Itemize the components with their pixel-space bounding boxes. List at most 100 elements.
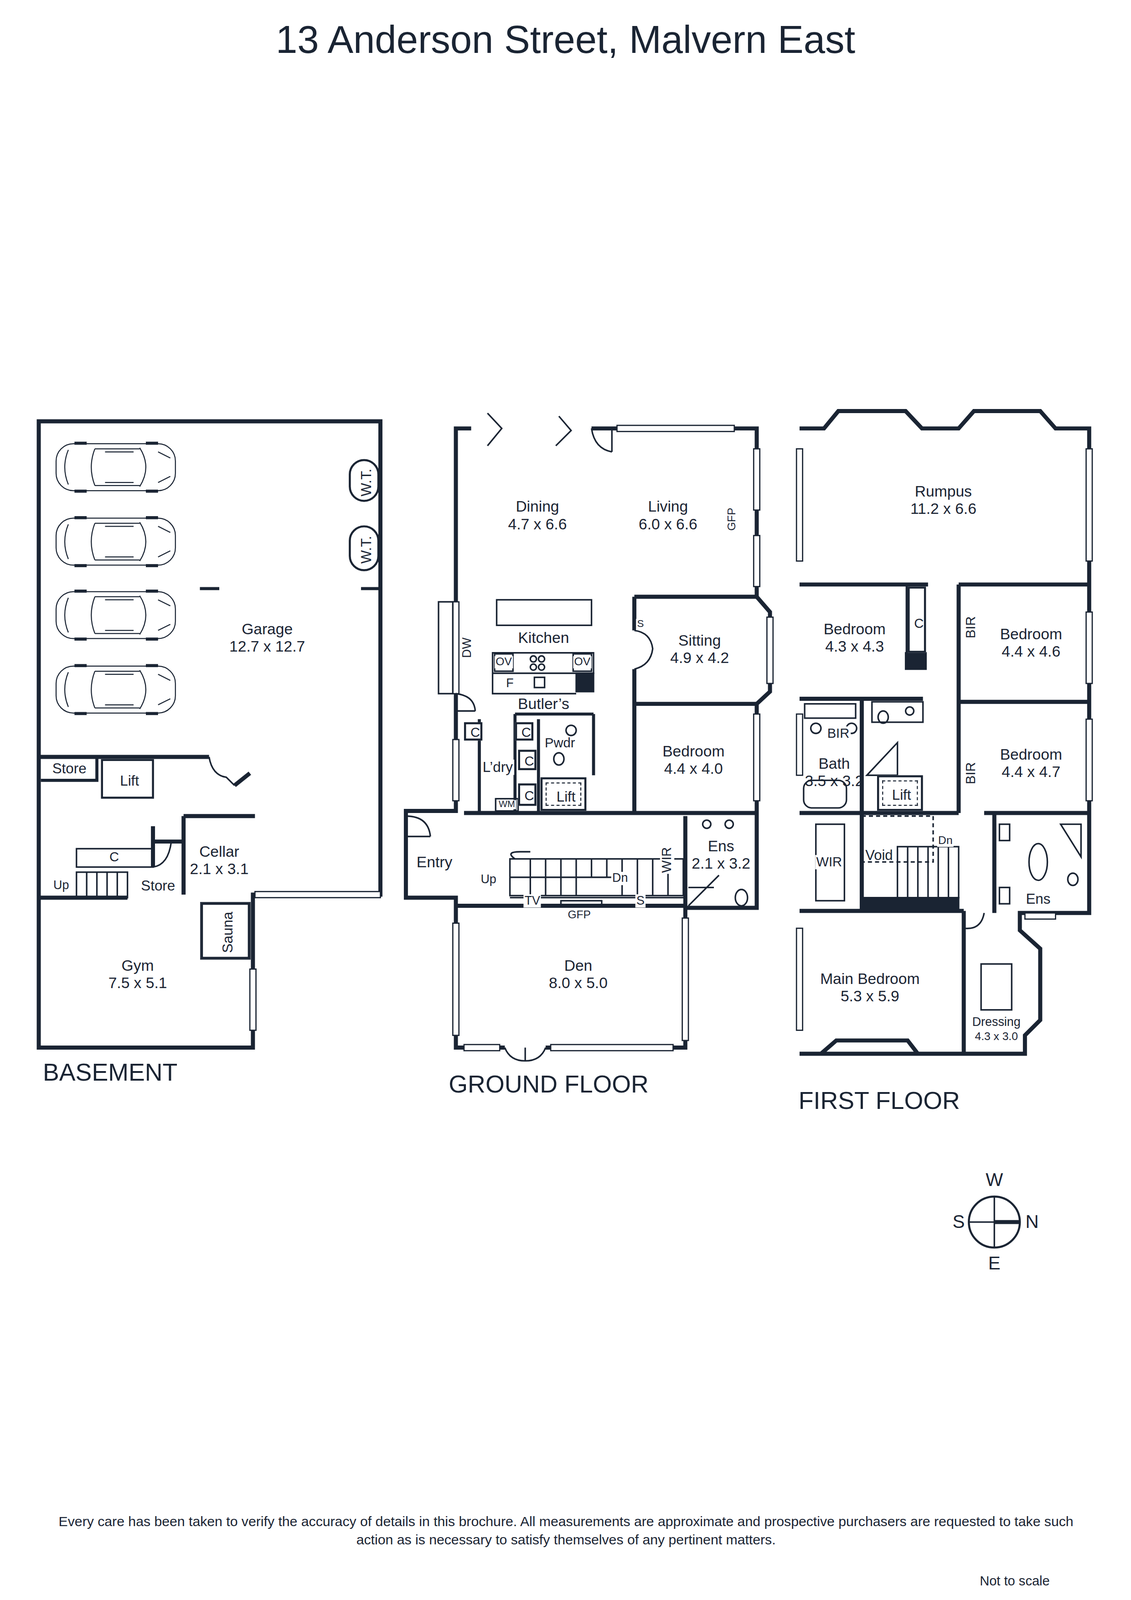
room-label-group: Sauna: [219, 911, 236, 953]
room: Bedroom4.4 x 4.0: [636, 705, 755, 811]
room-label-group: W.T.: [357, 468, 375, 497]
room-label-group: Bath3.5 x 3.2: [805, 754, 864, 790]
plan-annotation: Kitchen: [516, 629, 570, 646]
room: Sitting4.9 x 4.2: [636, 598, 755, 702]
room-name: Garage: [229, 619, 305, 638]
room-label-group: BASEMENT: [42, 1057, 178, 1086]
plan-annotation: Up: [52, 878, 71, 892]
plan-annotation: S: [635, 893, 646, 907]
room-label-group: C: [109, 850, 119, 866]
room-name: Den: [548, 956, 608, 975]
room-label-group: Dressing4.3 x 3.0: [972, 1015, 1021, 1043]
room-label-group: GROUND FLOOR: [448, 1069, 649, 1099]
plan-annotation: Dn: [611, 871, 630, 885]
room-label-group: Den8.0 x 5.0: [548, 956, 608, 992]
plan-annotation: Dn: [937, 834, 954, 847]
room-label-group: Rumpus11.2 x 6.6: [910, 482, 977, 518]
room-label-group: W.T.: [357, 535, 375, 564]
room-name: Sitting: [670, 630, 729, 649]
room-dimensions: 4.4 x 4.6: [1000, 642, 1063, 661]
room-name: Store: [140, 877, 176, 894]
room: W.T.: [348, 525, 380, 572]
compass-letter: W: [984, 1170, 1005, 1190]
room-label-group: C: [521, 725, 532, 741]
room: Dining4.7 x 6.6: [459, 433, 605, 594]
plan-annotation: GFP: [566, 908, 592, 921]
room-label-group: Dining4.7 x 6.6: [508, 497, 568, 533]
room-name: C: [524, 789, 535, 805]
room-name: Dining: [508, 497, 568, 516]
plan-annotation: L’dry: [481, 759, 514, 775]
room-dimensions: 4.3 x 4.3: [823, 637, 886, 656]
closet-box: C: [517, 783, 537, 806]
room: W.T.: [348, 459, 380, 502]
room-dimensions: 6.0 x 6.6: [638, 515, 698, 533]
room-dimensions: 3.5 x 3.2: [805, 772, 864, 791]
room-name: C: [524, 754, 535, 770]
closet-box: Lift: [877, 774, 924, 811]
room-name: Rumpus: [910, 482, 977, 501]
room-name: Bedroom: [662, 742, 725, 760]
room-dimensions: 12.7 x 12.7: [229, 637, 305, 656]
room-label-group: Pwdr: [544, 735, 575, 751]
room-label-group: Ens2.1 x 3.2: [691, 836, 751, 873]
room-name: Void: [865, 847, 893, 864]
room-name: C: [109, 850, 119, 866]
room: Rumpus11.2 x 6.6: [801, 430, 1087, 583]
room: Ens: [996, 814, 1088, 911]
room-name: C: [914, 616, 924, 632]
plan-annotation: WIR: [660, 845, 675, 874]
room-label-group: Bedroom4.4 x 4.6: [1000, 624, 1063, 661]
room-label-group: Living6.0 x 6.6: [638, 497, 698, 533]
room-name: W.T.: [357, 468, 375, 497]
floor-outline: BASEMENTGarage12.7 x 12.7W.T.W.T.StoreLi…: [36, 418, 384, 1091]
room-name: Ens: [691, 836, 751, 855]
room-name: Cellar: [190, 841, 249, 860]
room-label-group: Sitting4.9 x 4.2: [670, 630, 729, 667]
floor-name: BASEMENT: [42, 1057, 178, 1086]
room-dimensions: 4.3 x 3.0: [972, 1029, 1021, 1043]
room-name: Store: [52, 759, 87, 777]
room-label-group: Store: [52, 759, 87, 777]
plan-annotation: F: [505, 676, 515, 690]
room-name: Lift: [892, 786, 912, 803]
plan-annotation: WM: [497, 800, 517, 810]
room-name: Bedroom: [1000, 624, 1063, 643]
room-label-group: Void: [865, 847, 893, 864]
plan-annotation: WIR: [815, 854, 843, 869]
room-dimensions: 4.4 x 4.7: [1000, 762, 1063, 781]
room: Ens2.1 x 3.2: [687, 815, 757, 906]
room-name: Ens: [1025, 890, 1051, 907]
closet-box: Lift: [540, 777, 587, 811]
room-label-group: Bedroom4.3 x 4.3: [823, 619, 886, 656]
closet-box: C: [907, 586, 926, 653]
room: Store: [127, 867, 184, 898]
room-label-group: Store: [140, 877, 176, 894]
room: Bedroom4.4 x 4.7: [960, 703, 1087, 811]
room: Cellar2.1 x 3.1: [183, 815, 256, 895]
room-name: Sauna: [219, 911, 236, 953]
room: Main Bedroom5.3 x 5.9: [801, 912, 962, 1052]
compass-letter: E: [987, 1254, 1002, 1274]
room-dimensions: 4.9 x 4.2: [670, 648, 729, 667]
room-label-group: C: [470, 725, 481, 741]
compass-letter: N: [1024, 1212, 1040, 1232]
room-name: Gym: [108, 956, 168, 975]
floor-name: GROUND FLOOR: [448, 1069, 649, 1099]
plan-annotation: BIR: [826, 726, 851, 741]
room-name: Entry: [416, 852, 453, 871]
room-name: C: [521, 725, 532, 741]
plan-annotation: GFP: [726, 506, 739, 532]
room-dimensions: 11.2 x 6.6: [910, 499, 977, 518]
room-label-group: Cellar2.1 x 3.1: [190, 841, 249, 878]
plan-annotation: BIR: [964, 614, 979, 640]
room: Dressing4.3 x 3.0: [965, 912, 1039, 1052]
plan-annotation: S: [635, 618, 645, 630]
room-label-group: Main Bedroom5.3 x 5.9: [813, 969, 926, 1005]
room: Pwdr: [540, 718, 594, 774]
room-label-group: Lift: [892, 786, 912, 803]
plan-annotation: DW: [460, 636, 474, 659]
room: Gym7.5 x 5.1Sauna: [38, 897, 254, 1048]
plan-annotation: OV: [494, 655, 513, 668]
